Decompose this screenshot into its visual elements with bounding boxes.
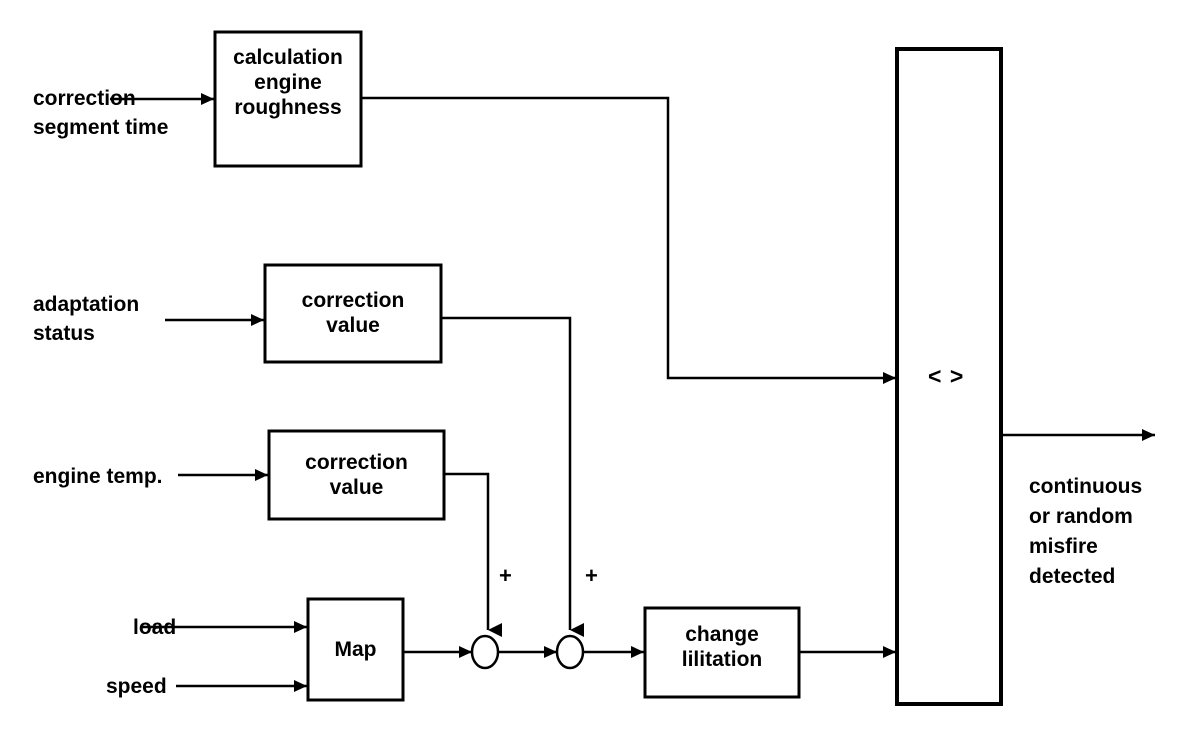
- link-temp-correction-to-sum1: [444, 472, 502, 637]
- block-comparator: [895, 47, 1003, 706]
- block-label-comparator: < >: [928, 363, 965, 389]
- block-map: [306, 597, 405, 702]
- block-label-correction-value-temp: correction value: [305, 451, 408, 499]
- block-label-map: Map: [334, 638, 377, 661]
- input-label-correction-segment-time: correction segment time: [33, 87, 169, 139]
- input-label-load: load: [133, 616, 177, 639]
- input-label-adaptation-status: adaptation status: [33, 293, 140, 345]
- link-adaptation-correction-to-sum2: [441, 316, 584, 637]
- block-label-correction-value-adaptation: correction value: [301, 289, 405, 337]
- block-correction-value-temp: [267, 429, 446, 521]
- summing-junction-2: [555, 634, 585, 670]
- input-label-speed: speed: [106, 675, 167, 698]
- link-roughness-to-comparator: [361, 96, 896, 384]
- block-correction-value-adaptation: [263, 263, 443, 364]
- summing-junction-1: [470, 634, 500, 670]
- summing-sign-2: +: [585, 563, 598, 588]
- summing-sign-1: +: [499, 563, 512, 588]
- input-label-engine-temp: engine temp.: [33, 465, 163, 488]
- block-label-calc-engine-roughness: calculation engine roughness: [233, 46, 343, 119]
- block-calc-engine-roughness: [213, 30, 363, 168]
- output-label-misfire-detected: continuous or random misfire detected: [1029, 475, 1143, 588]
- block-change-limitation: [643, 606, 801, 699]
- block-label-change-limitation: change lilitation: [681, 623, 763, 671]
